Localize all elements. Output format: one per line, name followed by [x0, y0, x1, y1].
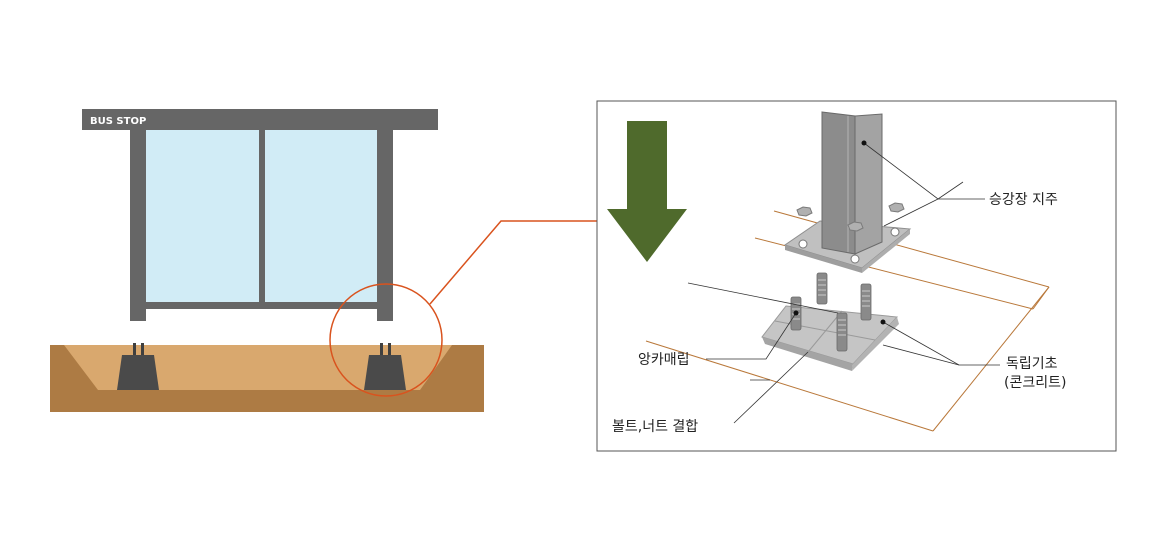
steel-column [821, 111, 883, 255]
label-footing: 독립기초 [1006, 356, 1058, 372]
leader-dots [793, 140, 886, 325]
anchor-bolts [790, 272, 872, 352]
bus-stop-sign: BUS STOP [90, 116, 146, 127]
shelter-post-center [259, 130, 265, 302]
bolt-leader [733, 351, 809, 424]
down-arrow-icon [607, 121, 687, 262]
shelter-roof [82, 109, 438, 130]
shelter-glass-right [265, 130, 377, 302]
detail-callout-circle [329, 283, 443, 397]
label-bolt: 볼트,너트 결합 [612, 419, 698, 435]
shelter-post-right [377, 130, 393, 321]
bus-stop-overview: BUS STOP [50, 109, 597, 412]
bolt-threads [792, 279, 870, 336]
anchor-leader [706, 312, 797, 360]
detail-callout-leader [429, 220, 597, 305]
label-column: 승강장 지주 [989, 192, 1058, 208]
shelter-post-left [130, 130, 146, 321]
shelter-glass-left [146, 130, 259, 302]
footing-left [117, 343, 159, 390]
footing-right [364, 343, 406, 390]
label-footing-sub: (콘크리트) [1004, 375, 1066, 391]
detail-panel: 승강장 지주 앙카매립 독립기초 (콘크리트) 볼트,너트 결합 [596, 100, 1117, 452]
hex-nuts [796, 202, 905, 232]
detail-leader-lines [687, 142, 1000, 424]
label-anchor: 앙카매립 [638, 352, 690, 368]
shelter-bottom-rail [146, 302, 377, 309]
